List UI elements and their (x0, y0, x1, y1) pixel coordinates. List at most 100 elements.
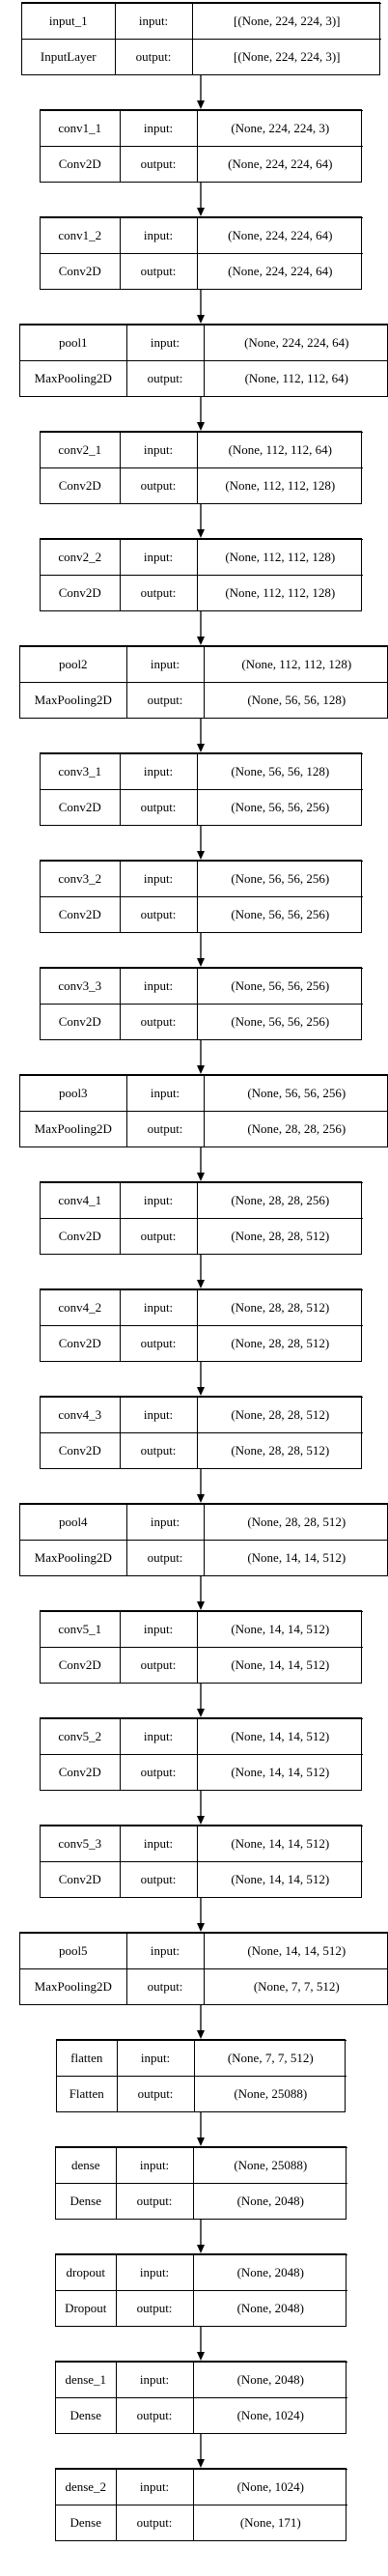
input-shape: (None, 224, 224, 3) (196, 109, 363, 148)
output-shape: (None, 25088) (193, 2076, 346, 2111)
output-label: output: (119, 575, 198, 610)
layer-type: MaxPooling2D (20, 1968, 127, 2004)
input-label: input: (125, 324, 205, 362)
output-label: output: (119, 1861, 198, 1897)
arrowhead (197, 1173, 205, 1181)
input-shape: (None, 28, 28, 512) (196, 1288, 363, 1327)
input-label: input: (125, 645, 205, 684)
input-shape: (None, 28, 28, 256) (196, 1181, 363, 1220)
output-shape: (None, 2048) (192, 2290, 347, 2326)
layer-name: pool3 (20, 1074, 127, 1113)
output-label: output: (119, 1004, 198, 1039)
layer-name: pool1 (20, 324, 127, 362)
arrowhead (197, 2245, 205, 2253)
arrowhead (197, 100, 205, 109)
layer-name: conv3_3 (41, 967, 121, 1005)
output-shape: (None, 56, 56, 256) (196, 789, 363, 825)
input-shape: (None, 28, 28, 512) (203, 1503, 388, 1542)
output-shape: (None, 112, 112, 128) (196, 467, 363, 503)
layer-type: Conv2D (41, 467, 121, 503)
input-shape: (None, 1024) (192, 2468, 347, 2506)
arrowhead (197, 2459, 205, 2468)
layer-type: Flatten (57, 2076, 118, 2111)
output-label: output: (119, 467, 198, 503)
arrowhead (197, 529, 205, 538)
layer-type: MaxPooling2D (20, 1540, 127, 1575)
layer-name: pool4 (20, 1503, 127, 1542)
layer-type: MaxPooling2D (20, 1111, 127, 1146)
output-label: output: (119, 1218, 198, 1254)
output-shape: (None, 56, 56, 256) (196, 1004, 363, 1039)
input-shape: (None, 7, 7, 512) (193, 2039, 346, 2078)
input-label: input: (119, 752, 198, 791)
layer-name: conv3_2 (41, 860, 121, 898)
input-label: input: (114, 2, 193, 41)
output-shape: (None, 224, 224, 64) (196, 146, 363, 182)
output-label: output: (125, 682, 205, 718)
layer-type: Dense (56, 2183, 117, 2219)
layer-name: conv4_2 (41, 1288, 121, 1327)
layer-name: pool2 (20, 645, 127, 684)
input-label: input: (125, 1503, 205, 1542)
layer-type: Dense (56, 2505, 117, 2540)
input-shape: (None, 56, 56, 256) (203, 1074, 388, 1113)
layer-type: Conv2D (41, 1004, 121, 1039)
output-label: output: (125, 1540, 205, 1575)
layer-type: Conv2D (41, 789, 121, 825)
layer-type: Conv2D (41, 1754, 121, 1790)
output-label: output: (115, 2183, 194, 2219)
input-label: input: (115, 2253, 194, 2292)
layer-type: Dense (56, 2397, 117, 2433)
arrowhead (197, 744, 205, 752)
output-label: output: (119, 146, 198, 182)
output-label: output: (119, 1432, 198, 1468)
output-shape: (None, 224, 224, 64) (196, 253, 363, 289)
input-shape: (None, 224, 224, 64) (203, 324, 388, 362)
input-shape: (None, 56, 56, 256) (196, 967, 363, 1005)
output-shape: (None, 56, 56, 128) (203, 682, 388, 718)
layer-type: Dropout (56, 2290, 117, 2326)
layer-type: MaxPooling2D (20, 360, 127, 396)
input-label: input: (125, 1074, 205, 1113)
input-label: input: (119, 1610, 198, 1649)
layer-type: Conv2D (41, 1432, 121, 1468)
layer-name: flatten (57, 2039, 118, 2078)
input-label: input: (119, 1288, 198, 1327)
arrowhead (197, 1065, 205, 1074)
arrowhead (197, 1923, 205, 1932)
input-shape: (None, 14, 14, 512) (203, 1932, 388, 1970)
output-shape: (None, 14, 14, 512) (196, 1861, 363, 1897)
output-label: output: (119, 1325, 198, 1361)
output-shape: (None, 1024) (192, 2397, 347, 2433)
layer-type: Conv2D (41, 1647, 121, 1683)
layer-type: Conv2D (41, 1325, 121, 1361)
